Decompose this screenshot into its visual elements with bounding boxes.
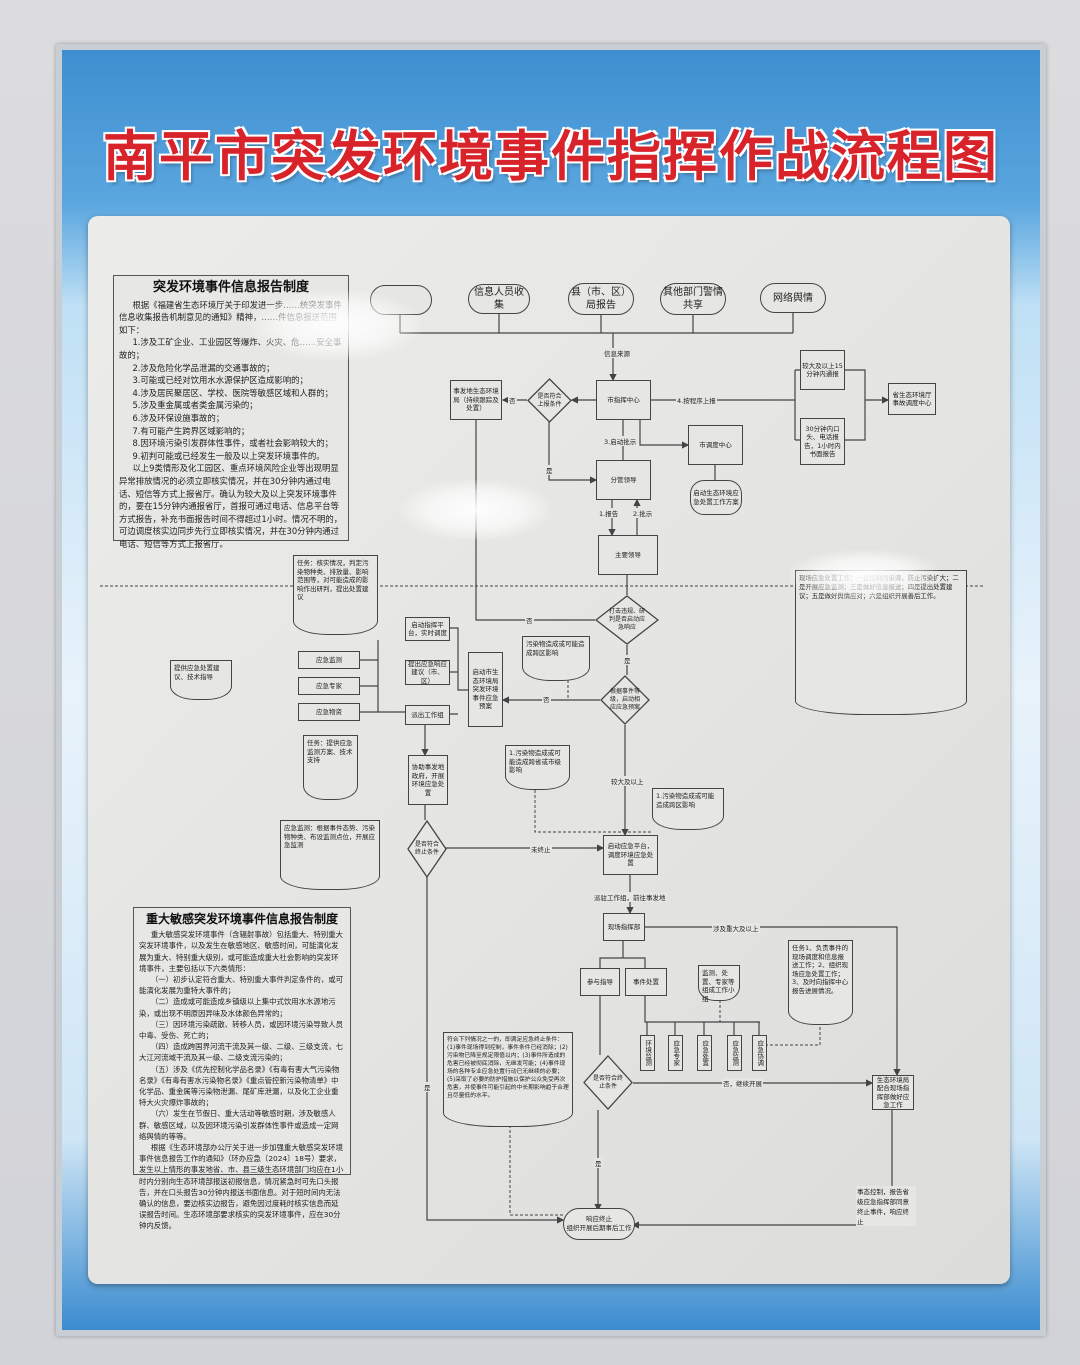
box-item: （五）涉及《优先控制化学品名录》《有毒有害大气污染物名录》《有毒有害水污染物名录… bbox=[139, 1064, 340, 1108]
box-item: （一）初步认定符合重大、特别重大事件判定条件的，或可能演化发展为重特大事件的； bbox=[139, 975, 343, 996]
diamond-label: 根据事件等级，启动相应应急预案 bbox=[610, 688, 641, 711]
response-judge-diamond: 打击违规、研判是否启动应急响应 bbox=[595, 595, 659, 645]
controlled-note: 事态控制，报告省级应急指挥部同意终止事件，响应终止 bbox=[856, 1186, 916, 1226]
city-plan-box: 启动市生态环境局突发环境事件应急预案 bbox=[468, 652, 503, 727]
edge-label-yes: 是 bbox=[423, 1082, 432, 1092]
edge-label-yes: 是 bbox=[623, 655, 632, 665]
box-item: 6.涉及环保设施事故的； bbox=[132, 412, 225, 423]
box-closing: 根据《生态环境部办公厅关于进一步加强重大敏感突发环境事件信息报告工作的通知》（环… bbox=[139, 1143, 344, 1231]
team-box: 应急专家 bbox=[668, 1035, 683, 1071]
response-terminate-oval: 响应终止 组织开展后期事后工作 bbox=[563, 1208, 635, 1240]
command-platform-box: 启动指挥平台，实时调度 bbox=[405, 617, 450, 641]
box-item: （四）造成跨国界河流干流及其一级、二级、三级支流，七大江河流域干流及其一级、二级… bbox=[139, 1042, 343, 1063]
guide-box: 参与指导 bbox=[580, 968, 620, 996]
edge-label-no: 否 bbox=[542, 694, 551, 704]
advice-document: 提供应急处置建议、技术指导 bbox=[170, 660, 232, 700]
edge-label: 信息来源 bbox=[603, 348, 631, 358]
team-box: 应急协调 bbox=[752, 1035, 767, 1071]
end-conditions-document: 符合下列情况之一的，即满足应急终止条件：(1)事件现场得到控制，事件条件已经消除… bbox=[443, 1032, 573, 1127]
box-item: 1.涉及工矿企业、工业园区等爆炸、火灾、危……安全事故的； bbox=[119, 337, 342, 360]
box-intro: 根据《福建省生态环境厅关于印发进一步……统突发事件信息收集报告机制意见的通知》精… bbox=[119, 299, 342, 335]
poster-title: 南平市突发环境事件指挥作战流程图 bbox=[103, 125, 999, 188]
edge-label: 涉及重大及以上 bbox=[712, 923, 760, 933]
edge-label: 否，继续开展 bbox=[722, 1078, 763, 1088]
edge-label-no: 否 bbox=[525, 615, 534, 625]
box-item: 5.涉及重金属或者类金属污染的； bbox=[132, 400, 258, 411]
box-item: 4.涉及居民聚居区、学校、医院等敏感区域和人群的； bbox=[132, 387, 334, 398]
team-document: 监测、处置、专家等组成工作小组 bbox=[698, 965, 740, 1003]
end-condition-diamond: 是否符合终止条件 bbox=[407, 820, 447, 878]
box-closing: 以上9类情形及化工园区、重点环境风险企业等出现明显异常排放情况的必须立即核实情况… bbox=[119, 463, 343, 549]
diamond-label: 是否符合终止条件 bbox=[593, 1074, 624, 1090]
task-document: 任务：核实情况，判定污染物种类、排放量、影响范围等，对可能造成的影响作出研判，提… bbox=[293, 555, 378, 635]
edge-label-yes: 是 bbox=[545, 465, 554, 475]
assist-government-box: 协助事发地政府，开展环境应急处置 bbox=[408, 755, 448, 805]
local-gov-box: 生态环境局配合现场指挥部做好应急工作 bbox=[872, 1075, 914, 1110]
box-item: （二）造成或可能造成乡镇级以上集中式饮用水水源地污染，或出现不明原因异味及水体颜… bbox=[139, 997, 336, 1018]
edge-label: 1.报告 bbox=[598, 508, 620, 518]
cross-region-document-2: 1.污染物造成或可能造成跨区影响 bbox=[652, 788, 724, 830]
source-county-report: 县（市、区）局报告 bbox=[568, 283, 634, 315]
info-report-system-box: 突发环境事件信息报告制度 根据《福建省生态环境厅关于印发进一步……统突发事件信息… bbox=[113, 275, 349, 549]
diamond-label: 是否符合上报条件 bbox=[537, 392, 562, 408]
emergency-supplies-box: 应急物资 bbox=[298, 703, 360, 721]
handle-box: 事件处置 bbox=[625, 968, 667, 996]
emergency-platform-box: 启动应急平台，调度环境应急处置 bbox=[603, 835, 658, 875]
within-30min-box: 30分钟内口头、电话报告，1小时内书面报告 bbox=[800, 418, 845, 465]
report-condition-diamond: 是否符合上报条件 bbox=[527, 378, 572, 423]
team-box: 应急处置 bbox=[697, 1035, 712, 1071]
edge-label-no: 否 bbox=[508, 395, 517, 405]
province-center-box: 省生态环境厅事故调度中心 bbox=[888, 383, 936, 415]
edge-label: 派驻工作组，前往事发地 bbox=[593, 892, 667, 902]
source-department-share: 其他部门警情共享 bbox=[660, 283, 726, 315]
local-bureau-box: 事发地生态环境局（持续跟踪及处置） bbox=[450, 380, 502, 420]
task-document-2: 任务：提供应急监测方案、技术支持 bbox=[303, 735, 358, 800]
workgroup-box: 派出工作组 bbox=[405, 705, 450, 725]
box-title: 重大敏感突发环境事件信息报告制度 bbox=[145, 912, 338, 926]
team-box: 应急监测 bbox=[727, 1035, 742, 1071]
box-item: （六）发生在节假日、重大活动等敏感时期，涉及敏感人群、敏感区域，以及因环境污染引… bbox=[139, 1109, 339, 1141]
box-item: 8.因环境污染引发群体性事件，或者社会影响较大的； bbox=[132, 438, 334, 449]
cross-region-document: 污染物造成或可能造成跨区影响 bbox=[522, 636, 590, 681]
emergency-monitor-box: 应急监测 bbox=[298, 651, 360, 669]
box-intro: 重大敏感突发环境事件（含辐射事故）包括重大、特别重大突发环境事件，以及发生在敏感… bbox=[139, 930, 343, 973]
box-item: 7.有可能产生跨界区域影响的； bbox=[132, 425, 250, 436]
main-leader-box: 主要领导 bbox=[598, 535, 658, 575]
end-condition-diamond-2: 是否符合终止条件 bbox=[583, 1055, 633, 1110]
level-plan-diamond: 根据事件等级，启动相应应急预案 bbox=[600, 675, 650, 725]
monitor-document: 应急监测：根据事件态势、污染物种类、布设监测点位，开展应急监测 bbox=[280, 820, 380, 890]
edge-label: 未终止 bbox=[530, 844, 552, 854]
emergency-expert-box: 应急专家 bbox=[298, 677, 360, 695]
source-obscured bbox=[370, 285, 432, 315]
edge-label: 较大及以上 bbox=[610, 776, 645, 786]
diamond-label: 是否符合终止条件 bbox=[414, 841, 439, 856]
edge-label: 2.批示 bbox=[632, 508, 654, 518]
city-dispatch-center-box: 市调度中心 bbox=[688, 425, 743, 465]
within-15min-box: 较大及以上15分钟内通报 bbox=[800, 350, 845, 390]
source-online-opinion: 网络舆情 bbox=[760, 283, 826, 313]
box-item: 3.可能或已经对饮用水水源保护区造成影响的； bbox=[132, 375, 308, 386]
start-plan-rounded: 启动生态环境应急处置工作方案 bbox=[690, 480, 742, 515]
source-personnel-collection: 信息人员收集 bbox=[468, 284, 530, 314]
diamond-label: 打击违规、研判是否启动应急响应 bbox=[608, 608, 645, 631]
task-document-3: 任务1、负责事件的现场调度和信息报送工作；2、组织现场应急处置工作；3、及时向指… bbox=[788, 940, 853, 1025]
field-response-document: 现场应急处置工作：一是控制污染源，防止污染扩大；二是开展应急监测；三是做好信息报… bbox=[795, 570, 967, 715]
box-item: 2.涉及危险化学品泄漏的交通事故的； bbox=[132, 362, 275, 373]
team-box: 环境监测 bbox=[640, 1035, 655, 1071]
deputy-leader-box: 分管领导 bbox=[596, 460, 651, 500]
edge-label-yes: 是 bbox=[594, 1158, 603, 1168]
edge-label: 4.按程序上报 bbox=[676, 395, 717, 405]
cross-province-document: 1.污染物造成或可能造成跨省或市级影响 bbox=[505, 745, 570, 790]
response-suggest-box: 提出应急响应建议（市、区） bbox=[405, 660, 450, 685]
city-command-center-box: 市指挥中心 bbox=[596, 380, 651, 420]
major-sensitive-report-box: 重大敏感突发环境事件信息报告制度 重大敏感突发环境事件（含辐射事故）包括重大、特… bbox=[133, 907, 351, 1230]
box-item: 9.初判可能或已经发生一般及以上突发环境事件的。 bbox=[132, 450, 325, 461]
box-item: （三）因环境污染疏散、转移人员，或因环境污染导致人员中毒、受伤、死亡的； bbox=[139, 1019, 343, 1041]
edge-label: 3.启动批示 bbox=[603, 436, 638, 446]
field-hq-box: 现场指挥部 bbox=[603, 913, 645, 941]
